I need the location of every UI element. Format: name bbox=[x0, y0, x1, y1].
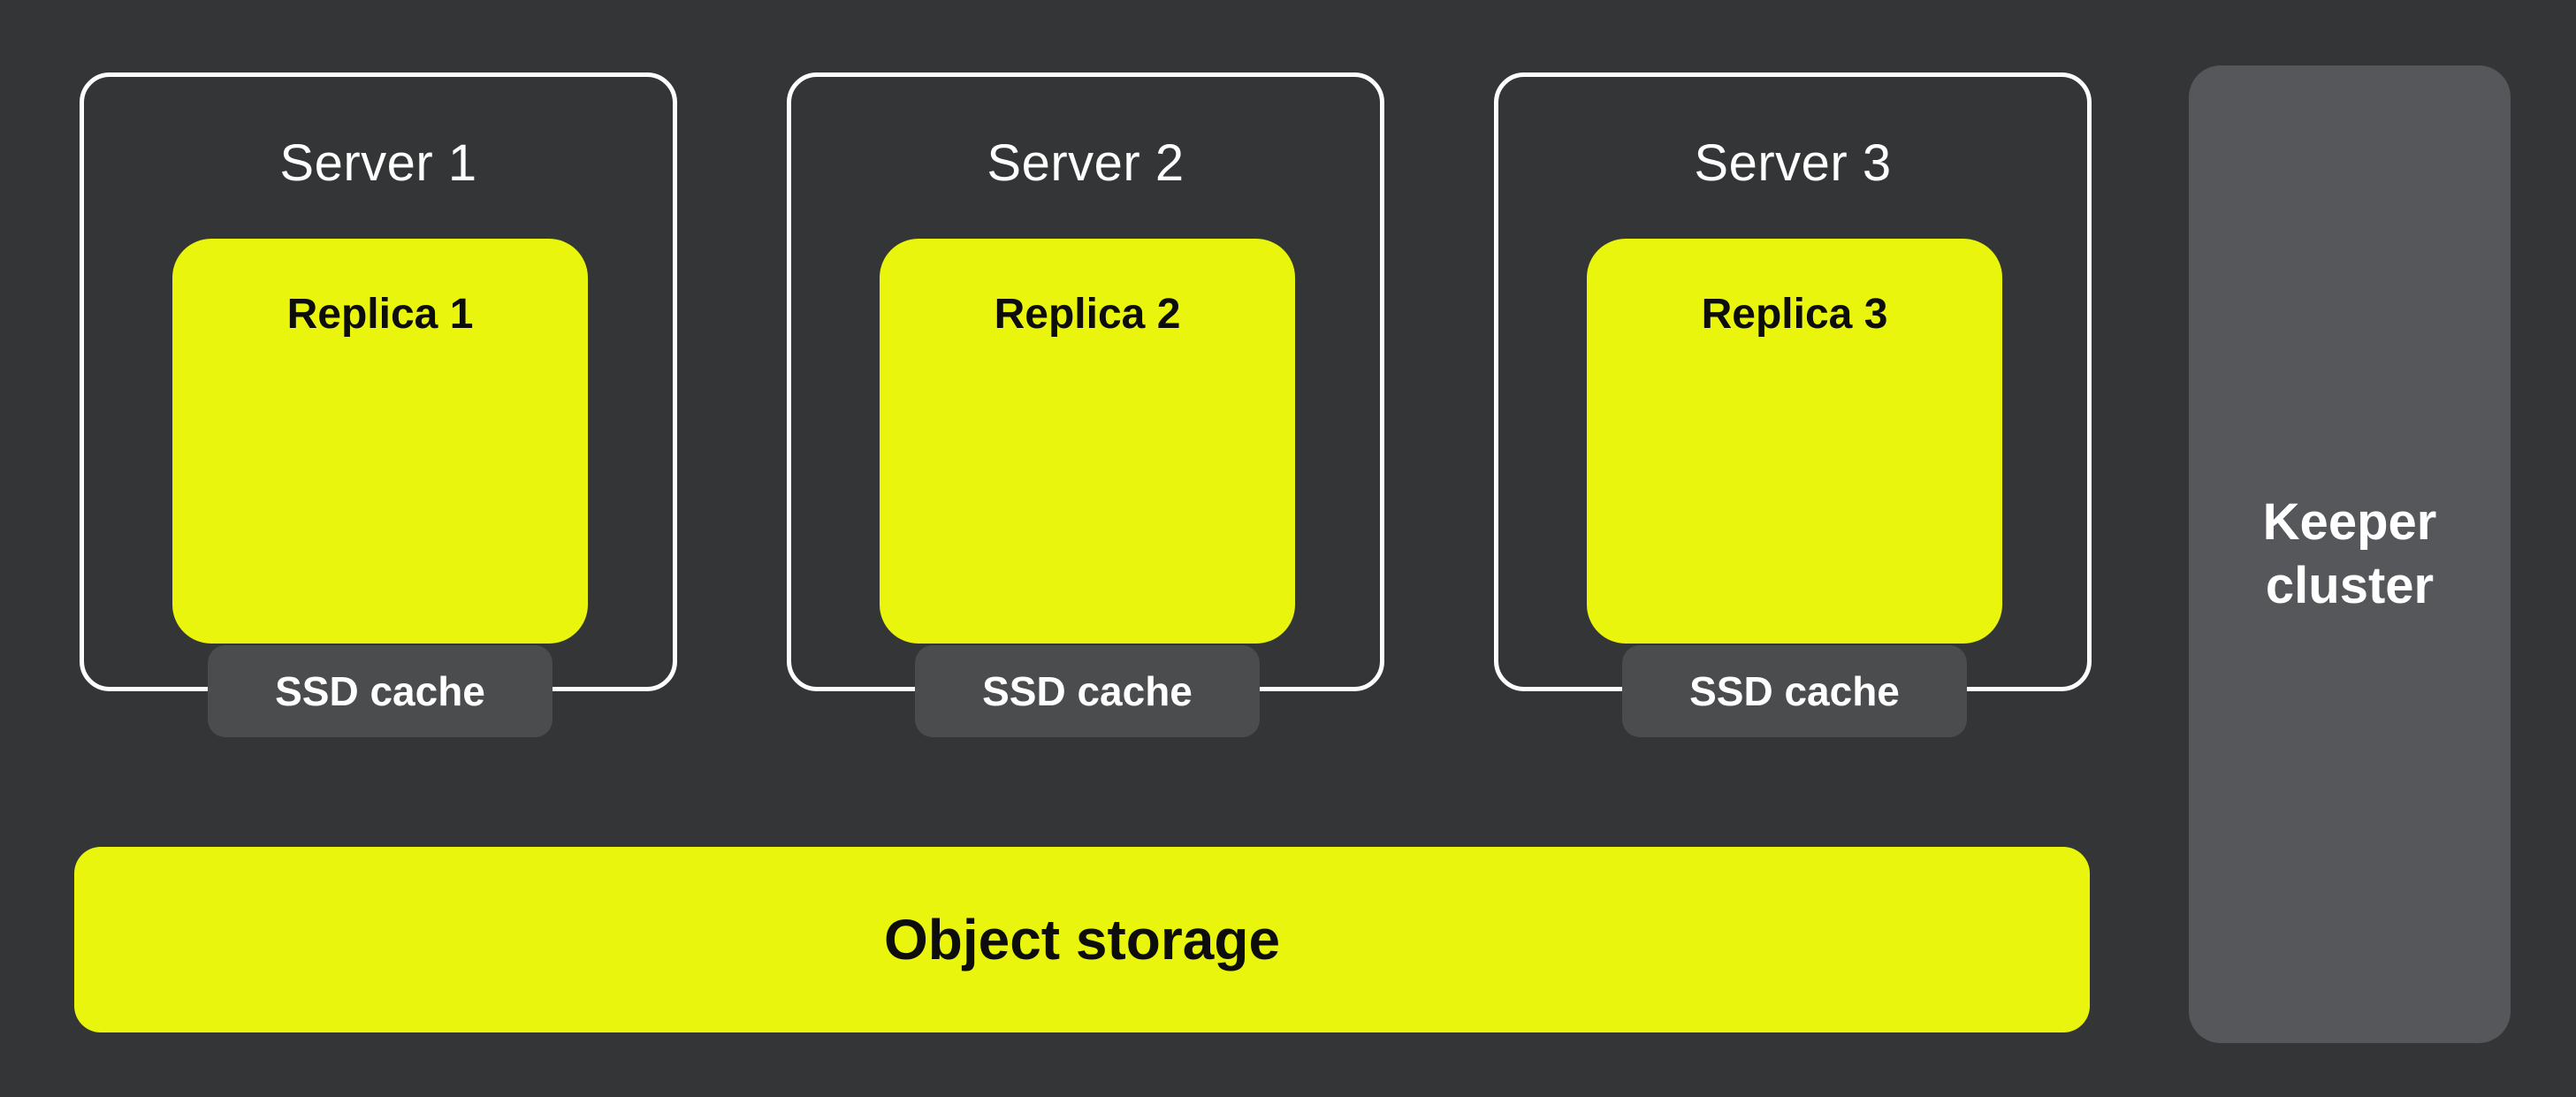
server-2-ssd-cache-label: SSD cache bbox=[982, 668, 1193, 714]
server-2-ssd-cache-box: SSD cache bbox=[915, 645, 1260, 737]
keeper-cluster-box: Keeper cluster bbox=[2189, 65, 2511, 1043]
replica-2-box: Replica 2 bbox=[880, 239, 1295, 644]
server-3-ssd-cache-box: SSD cache bbox=[1622, 645, 1967, 737]
replica-1-label: Replica 1 bbox=[286, 291, 474, 338]
server-2-box: Server 2 Replica 2 SSD cache bbox=[787, 72, 1384, 737]
server-1-ssd-cache-box: SSD cache bbox=[208, 645, 553, 737]
object-storage-box: Object storage bbox=[74, 847, 2090, 1032]
replica-2-label: Replica 2 bbox=[994, 291, 1181, 338]
object-storage-label: Object storage bbox=[883, 908, 1281, 971]
server-3-ssd-cache-label: SSD cache bbox=[1689, 668, 1900, 714]
server-3-box: Server 3 Replica 3 SSD cache bbox=[1494, 72, 2092, 737]
keeper-cluster-label: Keeper cluster bbox=[2262, 492, 2437, 615]
replica-3-box: Replica 3 bbox=[1587, 239, 2002, 644]
server-1-title: Server 1 bbox=[279, 134, 477, 192]
server-1-box: Server 1 Replica 1 SSD cache bbox=[80, 72, 677, 737]
replica-1-box: Replica 1 bbox=[172, 239, 588, 644]
server-3-title: Server 3 bbox=[1694, 134, 1892, 192]
replica-3-label: Replica 3 bbox=[1701, 291, 1888, 338]
server-2-title: Server 2 bbox=[987, 134, 1185, 192]
server-1-ssd-cache-label: SSD cache bbox=[275, 668, 485, 714]
